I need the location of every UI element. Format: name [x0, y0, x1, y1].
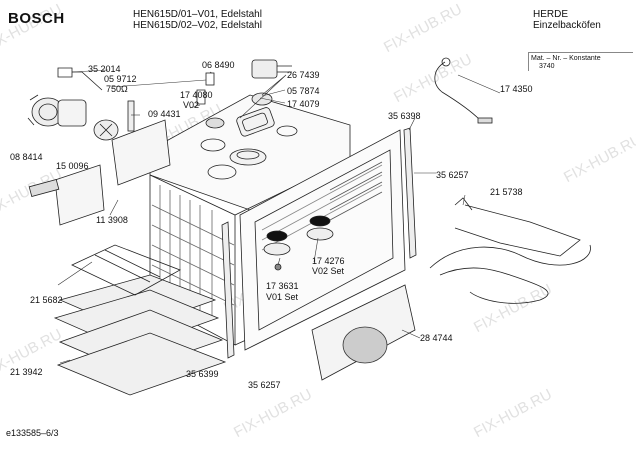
part-750ohm[interactable]: 750Ω — [106, 84, 128, 94]
part-v02-set[interactable]: V02 Set — [312, 266, 345, 276]
part-352014[interactable]: 35 2014 — [88, 64, 121, 74]
part-v02-label[interactable]: V02 — [183, 100, 200, 110]
side-bracket — [28, 119, 171, 226]
side-rails — [221, 127, 417, 359]
part-150096[interactable]: 15 0096 — [56, 161, 89, 171]
part-057874[interactable]: 05 7874 — [287, 86, 320, 96]
part-174079[interactable]: 17 4079 — [287, 99, 320, 109]
part-356398[interactable]: 35 6398 — [388, 111, 421, 121]
grill-element — [429, 197, 591, 304]
wire-rack — [71, 244, 181, 296]
part-213942[interactable]: 21 3942 — [10, 367, 43, 377]
fan-motor — [27, 94, 119, 141]
part-356399[interactable]: 35 6399 — [186, 369, 219, 379]
brand-logo: BOSCH — [8, 10, 65, 27]
front-frame — [239, 129, 406, 351]
part-356257-bottom[interactable]: 35 6257 — [248, 380, 281, 390]
mat-no-label: Mat. – Nr. – Konstante — [531, 55, 601, 62]
product-label: Einzelbacköfen — [533, 20, 601, 31]
mat-no-value: 3740 — [539, 63, 555, 70]
part-088414[interactable]: 08 8414 — [10, 152, 43, 162]
part-094431[interactable]: 09 4431 — [148, 109, 181, 119]
part-059712[interactable]: 05 9712 — [104, 74, 137, 84]
model-line-1: HEN615D/01–V01, Edelstahl — [133, 9, 262, 20]
leader-lines — [57, 69, 501, 364]
model-line-2: HEN615D/02–V02, Edelstahl — [133, 20, 262, 31]
part-174276[interactable]: 17 4276 — [312, 256, 345, 266]
baking-trays — [53, 274, 227, 396]
rear-panel — [311, 284, 416, 381]
part-174080[interactable]: 17 4080 — [180, 90, 213, 100]
part-215738[interactable]: 21 5738 — [490, 187, 523, 197]
temperature-sensor — [434, 57, 493, 124]
mat-no-box: Mat. – Nr. – Konstante 3740 — [528, 52, 633, 71]
part-284744[interactable]: 28 4744 — [420, 333, 453, 343]
part-356257-right[interactable]: 35 6257 — [436, 170, 469, 180]
part-v01-set[interactable]: V01 Set — [266, 292, 299, 302]
part-173631[interactable]: 17 3631 — [266, 281, 299, 291]
part-174350[interactable]: 17 4350 — [500, 84, 533, 94]
part-068490[interactable]: 06 8490 — [202, 60, 235, 70]
part-215682[interactable]: 21 5682 — [30, 295, 63, 305]
part-267439[interactable]: 26 7439 — [287, 70, 320, 80]
document-id: e133585–6/3 — [6, 428, 59, 438]
part-113908[interactable]: 11 3908 — [96, 215, 128, 225]
manufacturer-label: HERDE — [533, 9, 569, 20]
